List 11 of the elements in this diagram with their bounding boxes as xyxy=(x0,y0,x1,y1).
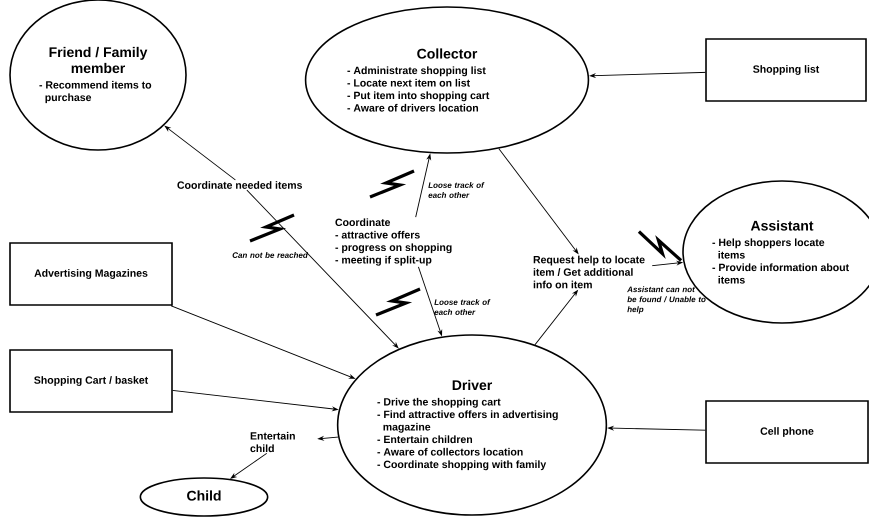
item-box: Advertising Magazines xyxy=(9,242,173,306)
annotation-text: Coordinate - attractive offers - progress on shopping - meeting if split-up xyxy=(335,218,452,266)
note-text: Can not be reached xyxy=(232,252,308,258)
annotation-text: Entertain child xyxy=(250,432,295,452)
note-text: Loose track of each other xyxy=(434,299,490,315)
note-text: Assistant can not be found / Unable to help xyxy=(627,286,706,314)
item-box: Cell phone xyxy=(705,400,869,464)
note-text: Loose track of each other xyxy=(428,182,484,198)
item-box: Shopping list xyxy=(705,38,867,102)
annotation-text: Coordinate needed items xyxy=(177,181,302,189)
item-box: Shopping Cart / basket xyxy=(9,349,173,413)
